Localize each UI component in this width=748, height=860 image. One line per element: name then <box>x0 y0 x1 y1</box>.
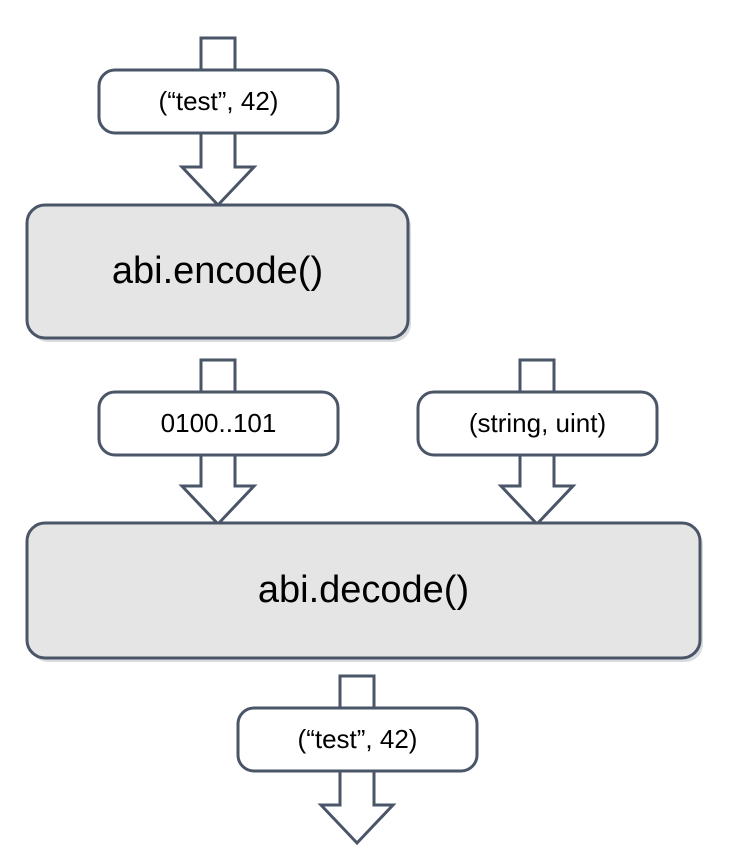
node-encoded-bytes[interactable] <box>97 390 340 457</box>
arrow-input-to-encode <box>178 131 258 208</box>
node-abi-encode[interactable] <box>25 203 410 340</box>
arrow-types-to-decode <box>497 453 577 527</box>
node-type-signature[interactable] <box>416 390 659 457</box>
arrow-bytes-to-decode <box>178 453 258 527</box>
stub-into-output-tuple <box>338 674 376 710</box>
node-output-tuple[interactable] <box>236 706 479 773</box>
node-abi-decode[interactable] <box>25 521 702 660</box>
stub-into-type-signature <box>518 358 556 394</box>
stub-into-encoded-bytes <box>199 358 237 394</box>
arrow-decode-output <box>317 769 397 846</box>
stub-into-input-tuple <box>199 36 237 72</box>
node-input-tuple[interactable] <box>97 68 340 135</box>
